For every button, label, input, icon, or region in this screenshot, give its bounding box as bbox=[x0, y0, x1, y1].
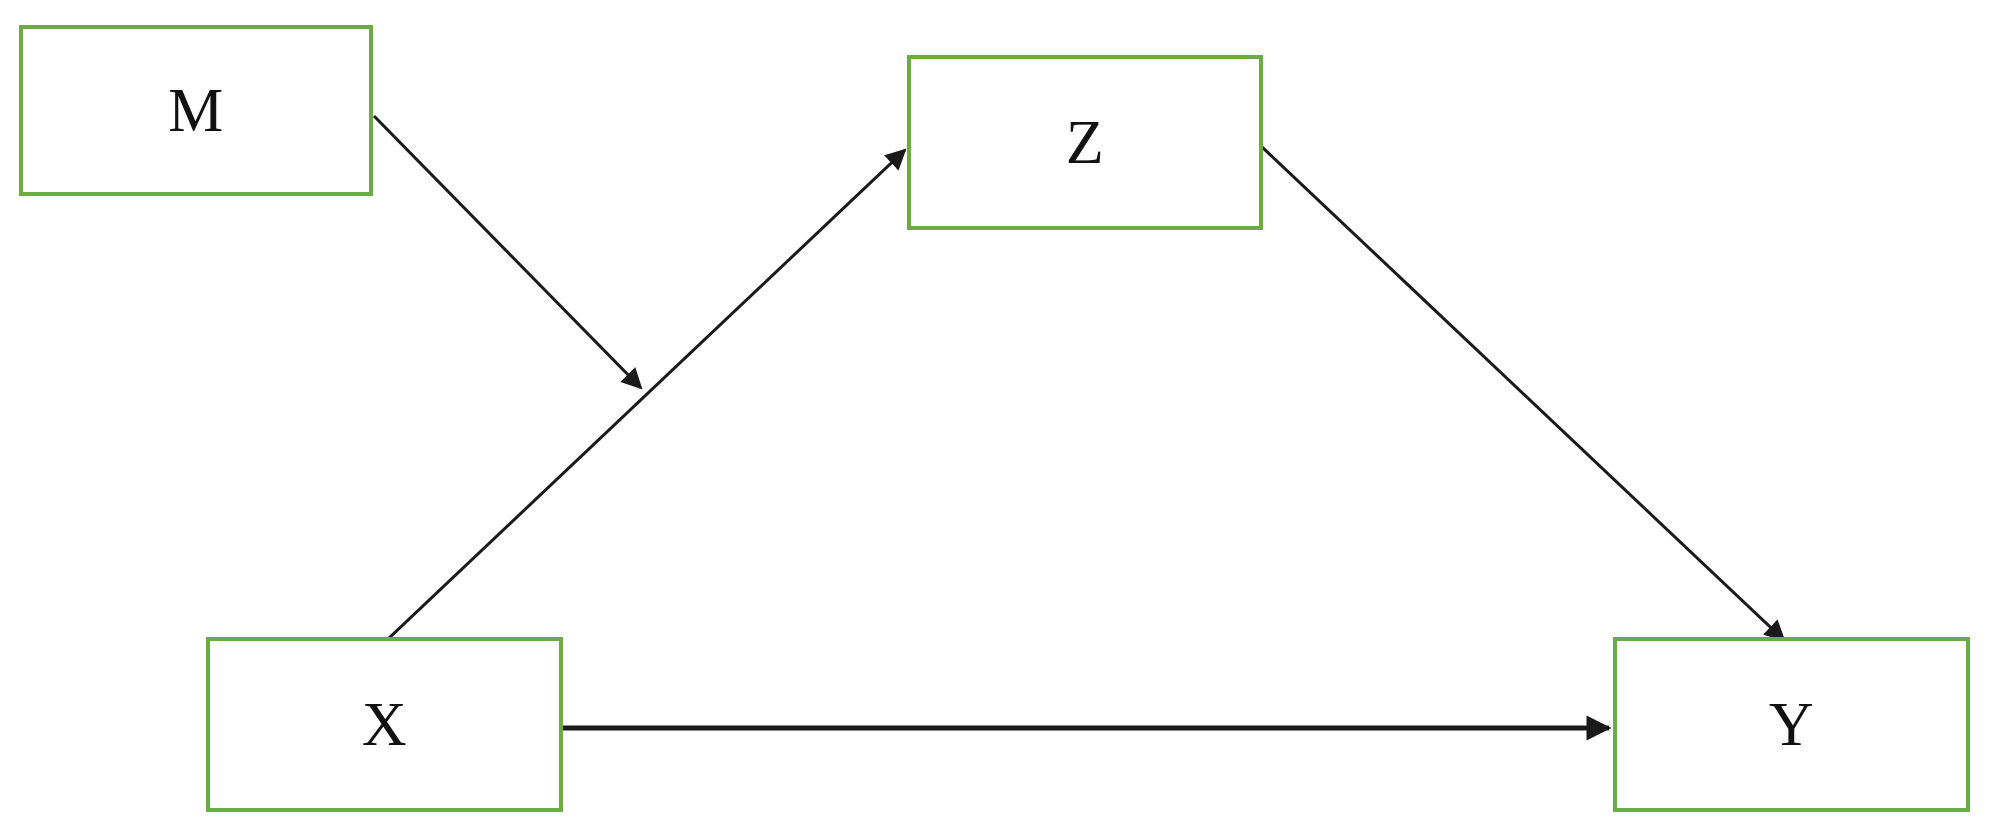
node-x[interactable]: X bbox=[206, 637, 563, 812]
edge-x-to-z bbox=[386, 148, 907, 641]
node-y-label: Y bbox=[1768, 690, 1815, 759]
edge-m-to-xz bbox=[372, 114, 643, 390]
node-y[interactable]: Y bbox=[1613, 637, 1970, 812]
node-m[interactable]: M bbox=[19, 25, 373, 196]
node-z[interactable]: Z bbox=[907, 55, 1263, 230]
node-m-label: M bbox=[168, 76, 224, 145]
node-z-label: Z bbox=[1065, 108, 1105, 177]
edge-z-to-y bbox=[1260, 145, 1786, 642]
node-x-label: X bbox=[361, 690, 408, 759]
